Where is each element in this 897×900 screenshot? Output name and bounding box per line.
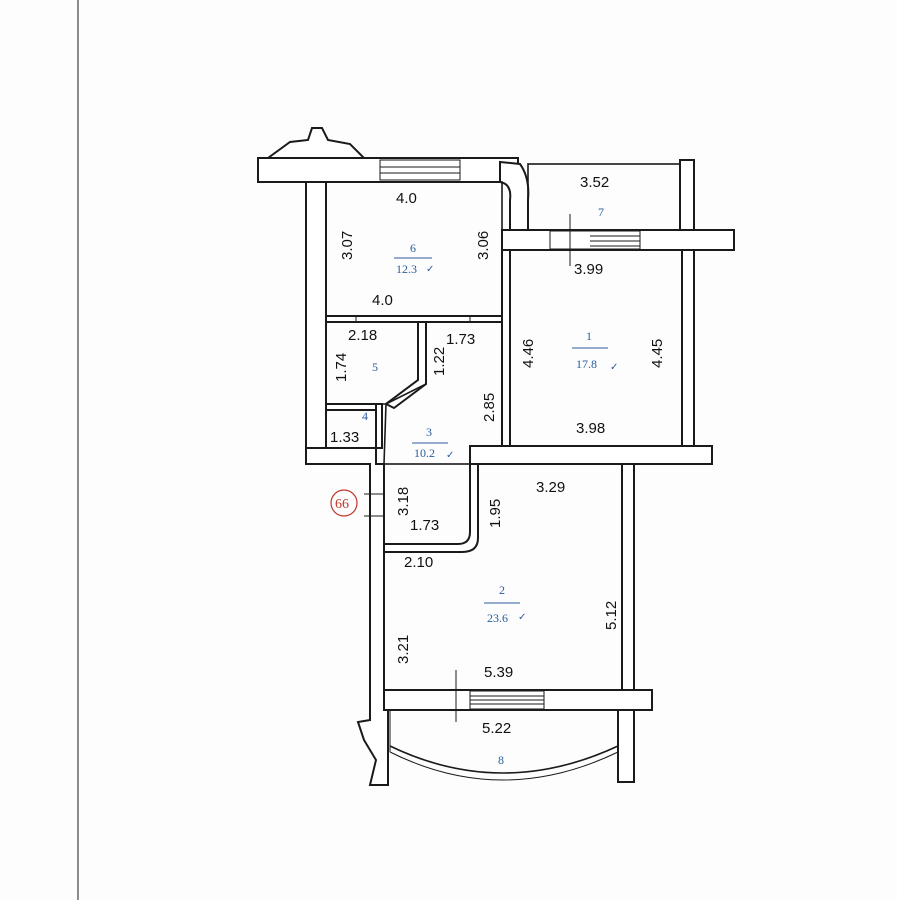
- wall-loggia-right: [617, 709, 635, 783]
- stamp-number: 66: [335, 497, 349, 512]
- room-1-number: 1: [586, 329, 592, 343]
- window-room1: [549, 230, 641, 250]
- dim-r7-top: 3.52: [580, 174, 609, 191]
- dim-r4-bottom: 1.33: [330, 429, 359, 446]
- window-top-room6: [379, 159, 461, 181]
- wall-room1-right: [681, 249, 695, 447]
- dim-r3-right: 2.85: [481, 393, 498, 422]
- loggia-room8-arc: [389, 745, 619, 774]
- wall-balcony-right: [679, 159, 695, 231]
- svg-text:✓: ✓: [518, 612, 526, 623]
- dim-r1-top: 3.99: [574, 261, 603, 278]
- dim-r3-top: 1.73: [446, 331, 475, 348]
- wall-ornament-top: [264, 127, 367, 159]
- room-6-area: 12.3: [396, 262, 417, 276]
- dim-r3-left: 3.18: [395, 487, 412, 516]
- wall-left-upper: [305, 181, 327, 465]
- room-8-number: 8: [498, 753, 504, 767]
- dim-r1-left: 4.46: [520, 339, 537, 368]
- dim-r2-left: 3.21: [395, 635, 412, 664]
- dim-r2-top-left: 2.10: [404, 554, 433, 571]
- wall-room4-top: [325, 403, 383, 411]
- wall-room5-diagonal: [384, 321, 427, 410]
- wall-left-lower: [305, 447, 389, 786]
- dim-r5-top: 2.18: [348, 327, 377, 344]
- dim-r5-left: 1.74: [333, 353, 350, 382]
- dim-r2-top-right: 3.29: [536, 479, 565, 496]
- dim-r6-left: 3.07: [339, 231, 356, 260]
- wall-duct-curve: [499, 160, 530, 231]
- dim-r5-right: 1.22: [431, 347, 448, 376]
- dim-r6-bottom: 4.0: [372, 292, 393, 309]
- dim-r6-top: 4.0: [396, 190, 417, 207]
- svg-text:✓: ✓: [426, 264, 434, 275]
- room-5-number: 5: [372, 360, 378, 374]
- wall-room1-room2: [469, 445, 713, 465]
- room-4-number: 4: [362, 409, 368, 423]
- svg-text:✓: ✓: [446, 450, 454, 461]
- room-7-number: 7: [598, 205, 604, 219]
- room-6-number: 6: [410, 241, 416, 255]
- stamp-circle: [330, 489, 358, 517]
- svg-text:✓: ✓: [610, 362, 618, 373]
- dim-r1-right: 4.45: [649, 339, 666, 368]
- room-2-number: 2: [499, 583, 505, 597]
- wall-room4-right: [375, 403, 383, 449]
- wall-room7-room1: [501, 229, 735, 251]
- room-1-area: 17.8: [576, 357, 597, 371]
- dim-r2-bottom: 5.39: [484, 664, 513, 681]
- dim-r8-top: 5.22: [482, 720, 511, 737]
- room-3-area: 10.2: [414, 446, 435, 460]
- dim-r3-right2: 1.95: [487, 499, 504, 528]
- dim-r3-bottom: 1.73: [410, 517, 439, 534]
- room-2: [383, 463, 623, 691]
- dim-r2-right: 5.12: [603, 601, 620, 630]
- dim-r1-bottom: 3.98: [576, 420, 605, 437]
- wall-room2-right: [621, 463, 635, 691]
- room-2-area: 23.6: [487, 611, 508, 625]
- wall-room1-left: [501, 249, 511, 447]
- room-3-number: 3: [426, 425, 432, 439]
- wall-room6-bottom: [325, 315, 503, 323]
- dim-r6-right: 3.06: [475, 231, 492, 260]
- wall-top-room6: [257, 157, 519, 183]
